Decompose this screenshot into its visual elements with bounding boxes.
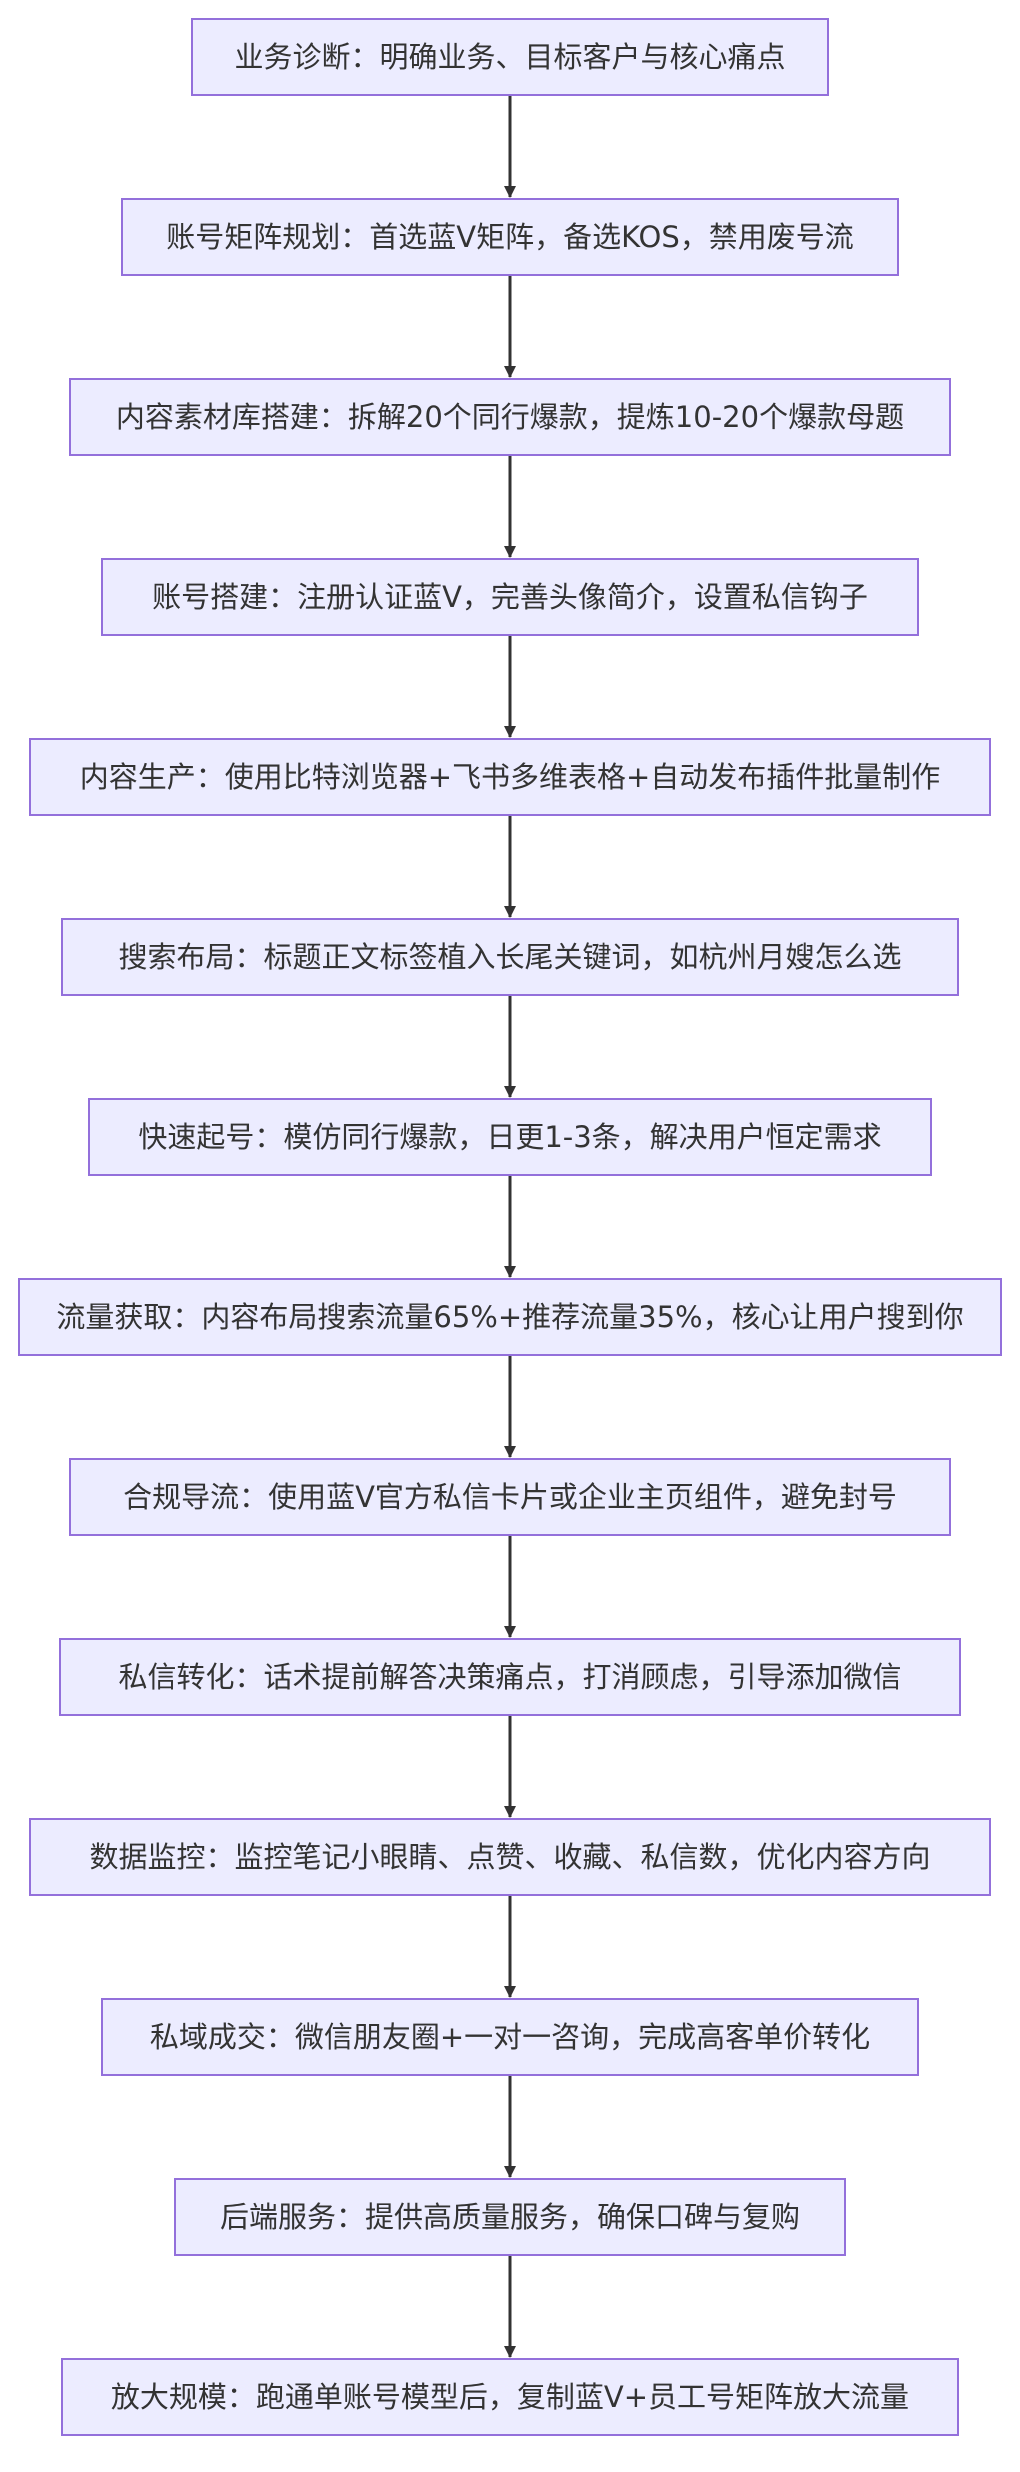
flow-node-5: 内容生产：使用比特浏览器+飞书多维表格+自动发布插件批量制作 <box>29 738 991 816</box>
flow-node-12: 私域成交：微信朋友圈+一对一咨询，完成高客单价转化 <box>101 1998 919 2076</box>
flow-node-2: 账号矩阵规划：首选蓝V矩阵，备选KOS，禁用废号流 <box>121 198 899 276</box>
flow-node-10: 私信转化：话术提前解答决策痛点，打消顾虑，引导添加微信 <box>59 1638 961 1716</box>
flow-node-6: 搜索布局：标题正文标签植入长尾关键词，如杭州月嫂怎么选 <box>61 918 959 996</box>
flow-node-8: 流量获取：内容布局搜索流量65%+推荐流量35%，核心让用户搜到你 <box>18 1278 1002 1356</box>
flow-node-3: 内容素材库搭建：拆解20个同行爆款，提炼10-20个爆款母题 <box>69 378 951 456</box>
flow-node-7: 快速起号：模仿同行爆款，日更1-3条，解决用户恒定需求 <box>88 1098 932 1176</box>
flow-node-4: 账号搭建：注册认证蓝V，完善头像简介，设置私信钩子 <box>101 558 919 636</box>
flow-node-13: 后端服务：提供高质量服务，确保口碑与复购 <box>174 2178 846 2256</box>
flow-node-9: 合规导流：使用蓝V官方私信卡片或企业主页组件，避免封号 <box>69 1458 951 1536</box>
flow-node-14: 放大规模：跑通单账号模型后，复制蓝V+员工号矩阵放大流量 <box>61 2358 959 2436</box>
flow-node-11: 数据监控：监控笔记小眼睛、点赞、收藏、私信数，优化内容方向 <box>29 1818 991 1896</box>
flow-node-1: 业务诊断：明确业务、目标客户与核心痛点 <box>191 18 829 96</box>
